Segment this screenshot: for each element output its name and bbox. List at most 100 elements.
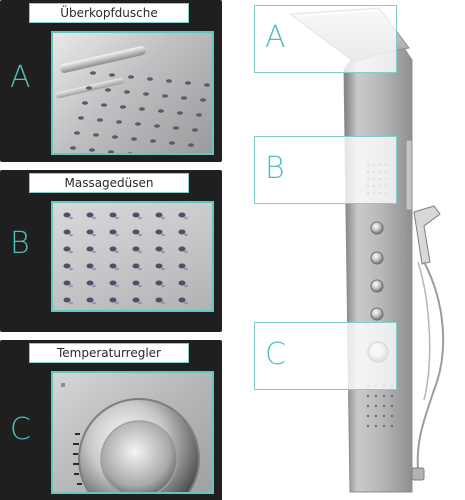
label-box-a: A xyxy=(254,5,397,73)
jet-highlight xyxy=(92,267,96,271)
nozzle xyxy=(78,116,84,120)
panel-letter: C xyxy=(10,412,31,447)
jet-highlight xyxy=(92,284,96,288)
jet xyxy=(132,229,140,235)
jet-highlight xyxy=(161,301,165,305)
jet-highlight xyxy=(138,233,142,237)
jet-highlight xyxy=(115,216,119,220)
nozzle xyxy=(181,96,187,100)
jet xyxy=(178,280,186,286)
jet-highlight xyxy=(138,301,142,305)
nozzle xyxy=(90,71,96,75)
jet-highlight xyxy=(138,267,142,271)
jet-highlight xyxy=(69,233,73,237)
nozzle xyxy=(128,75,134,79)
jet xyxy=(109,280,117,286)
panel-title: Massagedüsen xyxy=(29,173,189,193)
jet-highlight xyxy=(184,267,188,271)
jet xyxy=(155,263,163,269)
nozzle xyxy=(200,98,206,102)
panel-title: Temperaturregler xyxy=(29,343,189,363)
jet-highlight xyxy=(69,216,73,220)
jet xyxy=(109,212,117,218)
jet-highlight xyxy=(184,250,188,254)
jet-highlight xyxy=(115,233,119,237)
jet-highlight xyxy=(115,250,119,254)
label-box-b: B xyxy=(254,136,397,204)
jet-grid xyxy=(63,212,188,305)
nozzle xyxy=(108,150,114,153)
jet xyxy=(109,246,117,252)
nozzle xyxy=(82,101,88,105)
jet-highlight xyxy=(161,216,165,220)
jet-highlight xyxy=(92,216,96,220)
panel-thermostat: Temperaturregler C xyxy=(0,340,222,500)
jet-highlight xyxy=(92,250,96,254)
nozzle xyxy=(116,120,122,124)
jet-highlight xyxy=(92,233,96,237)
jet-highlight xyxy=(184,216,188,220)
jet xyxy=(178,297,186,303)
nozzle xyxy=(143,92,149,96)
jet xyxy=(86,229,94,235)
nozzle xyxy=(192,128,198,132)
jet-highlight xyxy=(69,284,73,288)
thermostat-photo xyxy=(51,371,214,494)
panel-overhead-shower: Überkopfdusche A xyxy=(0,0,222,162)
jet xyxy=(155,212,163,218)
nozzle xyxy=(93,133,99,137)
label-letter: B xyxy=(265,151,285,186)
label-box-c: C xyxy=(254,322,397,390)
nozzle xyxy=(135,122,141,126)
jet-highlight xyxy=(115,284,119,288)
nozzle xyxy=(146,154,152,155)
jet xyxy=(109,263,117,269)
nozzle xyxy=(124,90,130,94)
jet xyxy=(86,212,94,218)
jet xyxy=(178,246,186,252)
massage-jets-photo xyxy=(51,201,214,312)
label-letter: C xyxy=(265,337,286,372)
jet-highlight xyxy=(161,250,165,254)
jet xyxy=(178,229,186,235)
jet-highlight xyxy=(115,267,119,271)
jet-highlight xyxy=(184,301,188,305)
nozzle xyxy=(158,109,164,113)
jet xyxy=(63,212,71,218)
jet xyxy=(109,229,117,235)
jet xyxy=(155,246,163,252)
panel-letter: A xyxy=(10,60,31,95)
jet xyxy=(155,297,163,303)
jet xyxy=(63,229,71,235)
jet xyxy=(132,297,140,303)
nozzle xyxy=(147,77,153,81)
nozzle xyxy=(97,118,103,122)
jet xyxy=(63,280,71,286)
jet-highlight xyxy=(138,250,142,254)
nozzle xyxy=(150,139,156,143)
nozzle xyxy=(169,141,175,145)
overhead-shower-photo xyxy=(51,31,214,155)
jet-highlight xyxy=(161,267,165,271)
jet-highlight xyxy=(184,233,188,237)
jet xyxy=(63,297,71,303)
jet xyxy=(132,263,140,269)
nozzle xyxy=(70,146,76,150)
jet-highlight xyxy=(184,284,188,288)
jet xyxy=(132,246,140,252)
jet xyxy=(178,212,186,218)
jet-highlight xyxy=(69,267,73,271)
jet-highlight xyxy=(138,216,142,220)
panel-letter: B xyxy=(10,226,30,261)
nozzle xyxy=(166,79,172,83)
nozzle xyxy=(109,73,115,77)
jet-highlight xyxy=(69,301,73,305)
nozzle xyxy=(154,124,160,128)
thermostat-knob xyxy=(61,383,200,492)
jet-highlight xyxy=(115,301,119,305)
jet xyxy=(86,246,94,252)
panel-title: Überkopfdusche xyxy=(29,3,189,23)
jet xyxy=(86,297,94,303)
jet xyxy=(109,297,117,303)
jet-highlight xyxy=(138,284,142,288)
